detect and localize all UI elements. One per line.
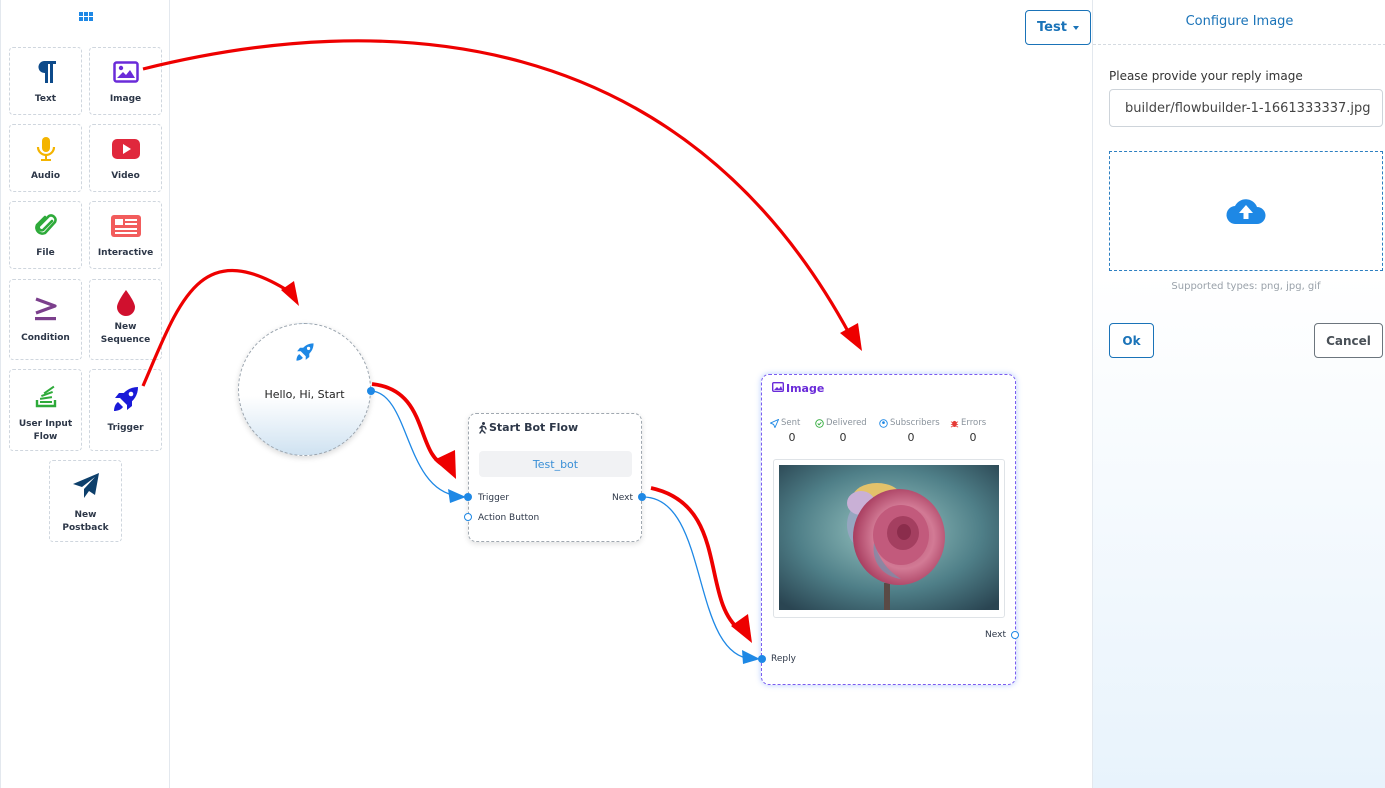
configure-image-panel: Configure Image Please provide your repl… — [1092, 0, 1385, 788]
image-upload-dropzone[interactable] — [1109, 151, 1383, 271]
send-icon — [770, 418, 779, 428]
newspaper-icon — [110, 211, 141, 241]
sidebar-item-label: Trigger — [107, 423, 144, 433]
microphone-icon — [31, 134, 61, 164]
rose-image — [779, 465, 999, 610]
stat-errors: Errors 0 — [950, 418, 996, 444]
panel-divider — [1093, 44, 1385, 45]
cloud-upload-icon — [1226, 199, 1266, 225]
next-port-label: Next — [985, 630, 1006, 640]
rocket-icon — [296, 343, 314, 361]
image-node-stats: Sent 0 Delivered 0 Subscribers 0 Errors … — [770, 418, 1010, 448]
sidebar-item-text[interactable]: Text — [9, 47, 82, 115]
bug-icon — [950, 420, 959, 427]
next-output-port[interactable] — [638, 493, 646, 501]
trigger-port-label: Trigger — [478, 493, 510, 503]
action-button-port-label: Action Button — [478, 513, 540, 523]
sidebar-item-interactive[interactable]: Interactive — [89, 201, 162, 269]
sidebar-item-label: Audio — [30, 171, 61, 181]
sidebar-item-label: Video — [111, 171, 140, 181]
paragraph-icon — [31, 57, 61, 87]
running-person-icon — [479, 422, 487, 434]
greater-equal-icon — [31, 294, 61, 324]
stat-delivered: Delivered 0 — [815, 418, 871, 444]
caret-down-icon — [1072, 25, 1079, 30]
start-node-output-port[interactable] — [367, 387, 375, 395]
image-node[interactable]: Image Sent 0 Delivered 0 Subscribers 0 E… — [761, 374, 1016, 685]
start-node-text: Hello, Hi, Start — [264, 388, 345, 401]
image-icon — [111, 57, 141, 87]
rocket-icon — [111, 384, 141, 414]
start-node[interactable]: Hello, Hi, Start — [238, 323, 371, 456]
bot-name-field[interactable]: Test_bot — [479, 451, 632, 477]
image-next-output-port[interactable] — [1011, 631, 1019, 639]
element-sidebar: Text Image Audio Video — [0, 0, 170, 788]
youtube-icon — [111, 134, 141, 164]
reply-image-input[interactable]: builder/flowbuilder-1-1661333337.jpg — [1109, 89, 1383, 127]
image-preview — [773, 459, 1005, 618]
ok-button[interactable]: Ok — [1109, 323, 1154, 358]
panel-title: Configure Image — [1185, 14, 1294, 29]
grid-icon[interactable] — [79, 12, 93, 26]
stat-sent: Sent 0 — [770, 418, 814, 444]
stack-icon — [31, 382, 61, 412]
trigger-input-port[interactable] — [464, 493, 472, 501]
sidebar-item-audio[interactable]: Audio — [9, 124, 82, 192]
sidebar-item-label: Interactive — [97, 248, 154, 258]
start-bot-flow-node[interactable]: Start Bot Flow Test_bot Trigger Action B… — [468, 413, 642, 542]
sidebar-item-label: Condition — [21, 333, 70, 343]
sidebar-item-label: File — [36, 248, 55, 258]
stat-subscribers: Subscribers 0 — [879, 418, 943, 444]
image-icon — [772, 382, 784, 392]
sidebar-item-trigger[interactable]: Trigger — [89, 369, 162, 451]
sidebar-item-condition[interactable]: Condition — [9, 279, 82, 360]
supported-types-text: Supported types: png, jpg, gif — [1171, 281, 1321, 292]
next-port-label: Next — [612, 493, 633, 503]
sidebar-item-label: Text — [34, 94, 57, 104]
paperclip-icon — [31, 211, 61, 241]
check-circle-icon — [815, 418, 824, 428]
user-circle-icon — [879, 418, 888, 428]
sidebar-item-image[interactable]: Image — [89, 47, 162, 115]
action-button-input-port[interactable] — [464, 513, 472, 521]
reply-port-label: Reply — [771, 654, 796, 664]
reply-input-port[interactable] — [758, 655, 766, 663]
sidebar-item-video[interactable]: Video — [89, 124, 162, 192]
paper-plane-icon — [71, 471, 101, 501]
sidebar-item-file[interactable]: File — [9, 201, 82, 269]
cancel-button[interactable]: Cancel — [1314, 323, 1383, 358]
node-title: Image — [786, 382, 825, 395]
reply-image-label: Please provide your reply image — [1109, 69, 1303, 83]
test-dropdown-button[interactable]: Test — [1025, 10, 1091, 45]
sidebar-item-label: Image — [109, 94, 142, 104]
test-button-label: Test — [1037, 20, 1067, 35]
node-title: Start Bot Flow — [489, 421, 579, 434]
drop-icon — [111, 288, 141, 318]
